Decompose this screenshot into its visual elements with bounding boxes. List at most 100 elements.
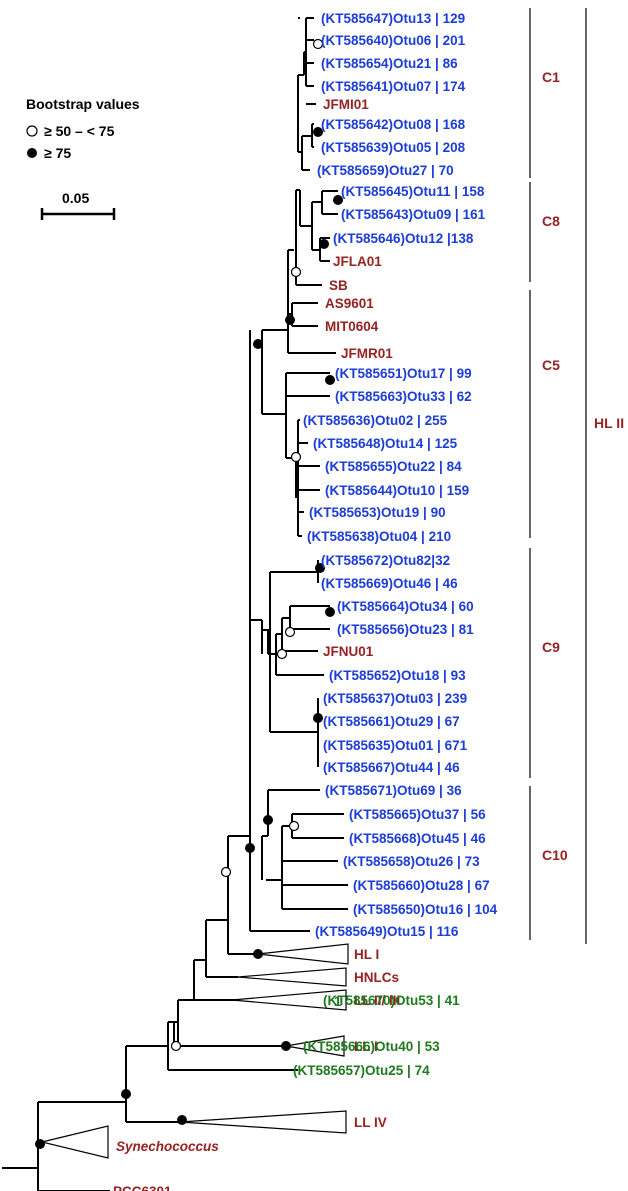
collapsed-triangle-syn: [41, 1125, 109, 1159]
leaf-label-otu34: (KT585664)Otu34 | 60: [337, 599, 474, 614]
clade-label-c8: C8: [542, 213, 560, 229]
leaf-label-jfmi01: JFMI01: [323, 97, 369, 112]
leaf-label-otu12: (KT585646)Otu12 |138: [333, 231, 474, 246]
leaf-label-otu18: (KT585652)Otu18 | 93: [329, 668, 466, 683]
collapsed-triangle-lliv: [179, 1110, 347, 1134]
legend-title: Bootstrap values: [26, 96, 140, 112]
leaf-label-mit0604: MIT0604: [325, 319, 379, 334]
leaf-label-otu06: (KT585640)Otu06 | 201: [321, 33, 466, 48]
filled-node-circle-icon: [35, 1139, 45, 1149]
leaf-label-otu44: (KT585667)Otu44 | 46: [323, 760, 460, 775]
leaf-label-otu16: (KT585650)Otu16 | 104: [353, 902, 498, 917]
leaf-label-otu37: (KT585665)Otu37 | 56: [349, 807, 486, 822]
filled-node-circle-icon: [333, 195, 343, 205]
collapsed-triangle-ll23: [231, 989, 347, 1011]
filled-node-circle-icon: [177, 1115, 187, 1125]
open-circle-icon: [26, 125, 38, 137]
leaf-label-otu10: (KT585644)Otu10 | 159: [325, 483, 469, 498]
filled-node-circle-icon: [315, 563, 325, 573]
leaf-label-pcc: PCC6301: [113, 1184, 172, 1191]
leaf-label-otu53: (KT585670)Otu53 | 41: [323, 993, 460, 1008]
leaf-label-otu27: (KT585659)Otu27 | 70: [317, 163, 454, 178]
filled-node-circle-icon: [121, 1089, 131, 1099]
leaf-label-otu33: (KT585663)Otu33 | 62: [335, 389, 472, 404]
collapsed-count-marker: 1: [334, 994, 342, 1009]
bootstrap-nodes: [35, 38, 343, 1149]
leaf-label-otu11: (KT585645)Otu11 | 158: [341, 184, 485, 199]
open-node-circle-icon: [276, 648, 288, 660]
leaf-label-jfnu01: JFNU01: [323, 644, 374, 659]
open-node-circle-icon: [290, 266, 302, 278]
leaf-label-otu23: (KT585656)Otu23 | 81: [337, 622, 474, 637]
open-node-circle-icon: [312, 38, 324, 50]
leaf-label-otu26: (KT585658)Otu26 | 73: [343, 854, 480, 869]
leaf-label-ll23: LL II/ III: [354, 993, 400, 1008]
legend-open-label: ≥ 50 – < 75: [44, 123, 115, 139]
filled-node-circle-icon: [253, 339, 263, 349]
leaf-label-lliv: LL IV: [354, 1115, 387, 1130]
leaf-label-as9601: AS9601: [325, 296, 374, 311]
leaf-label-otu28: (KT585660)Otu28 | 67: [353, 878, 490, 893]
leaf-label-hnlcs: HNLCs: [354, 970, 399, 985]
leaf-label-otu14: (KT585648)Otu14 | 125: [313, 436, 458, 451]
collapsed-triangle-lli: [285, 1035, 345, 1057]
leaf-label-otu08: (KT585642)Otu08 | 168: [321, 117, 466, 132]
filled-node-circle-icon: [245, 843, 255, 853]
leaf-label-otu15: (KT585649)Otu15 | 116: [315, 924, 459, 939]
leaf-label-otu25: (KT585657)Otu25 | 74: [293, 1063, 430, 1078]
open-node-circle-icon: [170, 1040, 182, 1052]
tree-branches: [2, 17, 348, 1191]
leaf-label-otu69: (KT585671)Otu69 | 36: [325, 783, 462, 798]
leaf-label-otu01: (KT585635)Otu01 | 671: [323, 738, 468, 753]
filled-node-circle-icon: [319, 239, 329, 249]
leaf-label-otu21: (KT585654)Otu21 | 86: [321, 56, 458, 71]
clade-label-hl2: HL II: [594, 415, 624, 431]
open-node-circle-icon: [288, 820, 300, 832]
collapsed-clades: [41, 943, 349, 1159]
clade-label-c10: C10: [542, 847, 568, 863]
legend: Bootstrap values ≥ 50 – < 75 ≥ 75 0.05: [26, 96, 140, 220]
leaf-label-otu05: (KT585639)Otu05 | 208: [321, 140, 466, 155]
leaf-label-jfla01: JFLA01: [333, 254, 382, 269]
open-node-circle-icon: [284, 626, 296, 638]
leaf-label-otu19: (KT585653)Otu19 | 90: [309, 505, 446, 520]
leaf-label-syn: Synechococcus: [116, 1139, 219, 1154]
leaf-label-otu07: (KT585641)Otu07 | 174: [321, 79, 466, 94]
leaf-label-jfmr01: JFMR01: [341, 346, 393, 361]
leaf-label-otu02: (KT585636)Otu02 | 255: [303, 413, 448, 428]
leaf-label-sb: SB: [329, 278, 348, 293]
leaf-labels: (KT585647)Otu13 | 129 (KT585640)Otu06 | 2…: [113, 11, 498, 1191]
open-node-circle-icon: [290, 451, 302, 463]
filled-node-circle-icon: [263, 815, 273, 825]
filled-node-circle-icon: [313, 127, 323, 137]
filled-node-circle-icon: [313, 713, 323, 723]
clade-label-c9: C9: [542, 639, 560, 655]
leaf-label-hli: HL I: [354, 947, 379, 962]
filled-node-circle-icon: [285, 315, 295, 325]
clade-label-c1: C1: [542, 69, 560, 85]
clade-label-c5: C5: [542, 357, 560, 373]
leaf-label-otu46: (KT585669)Otu46 | 46: [321, 576, 458, 591]
leaf-label-otu04: (KT585638)Otu04 | 210: [307, 529, 451, 544]
leaf-label-otu17: (KT585651)Otu17 | 99: [335, 366, 472, 381]
collapsed-triangle-hli: [257, 943, 349, 965]
leaf-label-otu40: (KT585666)Otu40 | 53: [303, 1039, 440, 1054]
leaf-label-otu13: (KT585647)Otu13 | 129: [321, 11, 465, 26]
leaf-label-otu29: (KT585661)Otu29 | 67: [323, 714, 460, 729]
leaf-label-otu22: (KT585655)Otu22 | 84: [325, 459, 462, 474]
open-node-circle-icon: [220, 866, 232, 878]
filled-node-circle-icon: [325, 607, 335, 617]
filled-node-circle-icon: [281, 1041, 291, 1051]
leaf-label-otu09: (KT585643)Otu09 | 161: [341, 207, 486, 222]
filled-node-circle-icon: [325, 375, 335, 385]
leaf-label-otu82: (KT585672)Otu82|32: [321, 553, 450, 568]
leaf-label-otu45: (KT585668)Otu45 | 46: [349, 831, 486, 846]
filled-circle-icon: [27, 148, 37, 158]
legend-filled-label: ≥ 75: [44, 145, 71, 161]
leaf-label-otu03: (KT585637)Otu03 | 239: [323, 691, 467, 706]
collapsed-triangle-hnlcs: [237, 967, 347, 987]
scale-bar-label: 0.05: [62, 190, 89, 206]
leaf-label-lli: LL I: [354, 1039, 378, 1054]
